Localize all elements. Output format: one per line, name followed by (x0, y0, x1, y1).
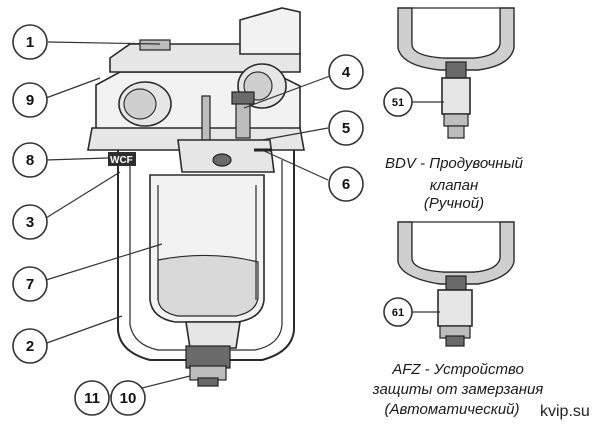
filter-assembly: WCF (87, 7, 305, 387)
bdv-caption-line1: BDV - Продувочный (385, 155, 524, 172)
callout-8-label: 8 (26, 152, 34, 169)
callout-8: 8 (12, 142, 48, 178)
callout-3: 3 (12, 204, 48, 240)
leader-1 (47, 41, 161, 45)
callout-7-label: 7 (26, 276, 34, 293)
leader-6 (261, 149, 329, 181)
callout-5: 5 (328, 110, 364, 146)
callout-51-label: 51 (392, 97, 404, 109)
afz-inner (411, 221, 501, 273)
callout-6: 6 (328, 166, 364, 202)
leader-4 (243, 75, 331, 109)
callout-4: 4 (328, 54, 364, 90)
bdv-port (445, 61, 467, 79)
bdv-caption-line2: клапан (430, 177, 479, 194)
head-top-riser (239, 7, 301, 55)
callout-4-label: 4 (342, 64, 351, 81)
afz-body (437, 289, 473, 327)
callout-61-label: 61 (392, 307, 404, 319)
callout-6-label: 6 (342, 176, 350, 193)
callout-7: 7 (12, 266, 48, 302)
bdv-tip (447, 125, 465, 139)
callout-11: 11 (74, 380, 110, 416)
callout-5-label: 5 (342, 120, 350, 137)
leader-5 (261, 127, 329, 141)
afz-tip (445, 335, 465, 347)
head-top-slot (139, 39, 171, 51)
bdv-body (441, 77, 471, 115)
callout-1: 1 (12, 24, 48, 60)
drain-outlet (197, 377, 219, 387)
callout-2: 2 (12, 328, 48, 364)
bdv-nut (443, 113, 469, 127)
afz-caption-line3: (Автоматический) (385, 401, 520, 418)
callout-10: 10 (110, 380, 146, 416)
brand-plate-text: WCF (110, 155, 133, 166)
leader-3 (45, 171, 121, 219)
callout-11-label: 11 (84, 390, 100, 407)
afz-port (445, 275, 467, 291)
leader-8 (45, 157, 109, 161)
drain-nut (185, 345, 231, 369)
callout-9-label: 9 (26, 92, 34, 109)
watermark: kvip.su (540, 403, 590, 420)
afz-detail (397, 221, 515, 347)
valve-stem-2 (235, 99, 251, 139)
valve-stem-1 (201, 95, 211, 143)
callout-3-label: 3 (26, 214, 34, 231)
drain-neck (185, 321, 241, 349)
valve-cap (231, 91, 255, 105)
bdv-detail (397, 7, 515, 139)
callout-1-label: 1 (26, 34, 34, 51)
valve-knob (212, 153, 232, 167)
leader-2 (43, 315, 123, 345)
port-left-inner (123, 88, 157, 120)
callout-2-label: 2 (26, 338, 34, 355)
callout-51: 51 (383, 87, 413, 117)
bdv-caption: BDV - Продувочный клапан (Ручной) (385, 155, 524, 212)
bdv-caption-line3: (Ручной) (424, 195, 484, 212)
afz-caption: AFZ - Устройство защиты от замерзания (А… (372, 361, 544, 418)
afz-caption-line2: защиты от замерзания (372, 381, 544, 398)
bdv-inner (411, 7, 501, 59)
leader-7 (45, 243, 163, 281)
callout-61: 61 (383, 297, 413, 327)
callout-10-label: 10 (120, 390, 137, 407)
filter-cartridge-fill (157, 254, 259, 317)
leader-9 (45, 77, 101, 99)
callout-9: 9 (12, 82, 48, 118)
brand-plate (108, 152, 136, 166)
afz-caption-line1: AFZ - Устройство (391, 361, 524, 378)
